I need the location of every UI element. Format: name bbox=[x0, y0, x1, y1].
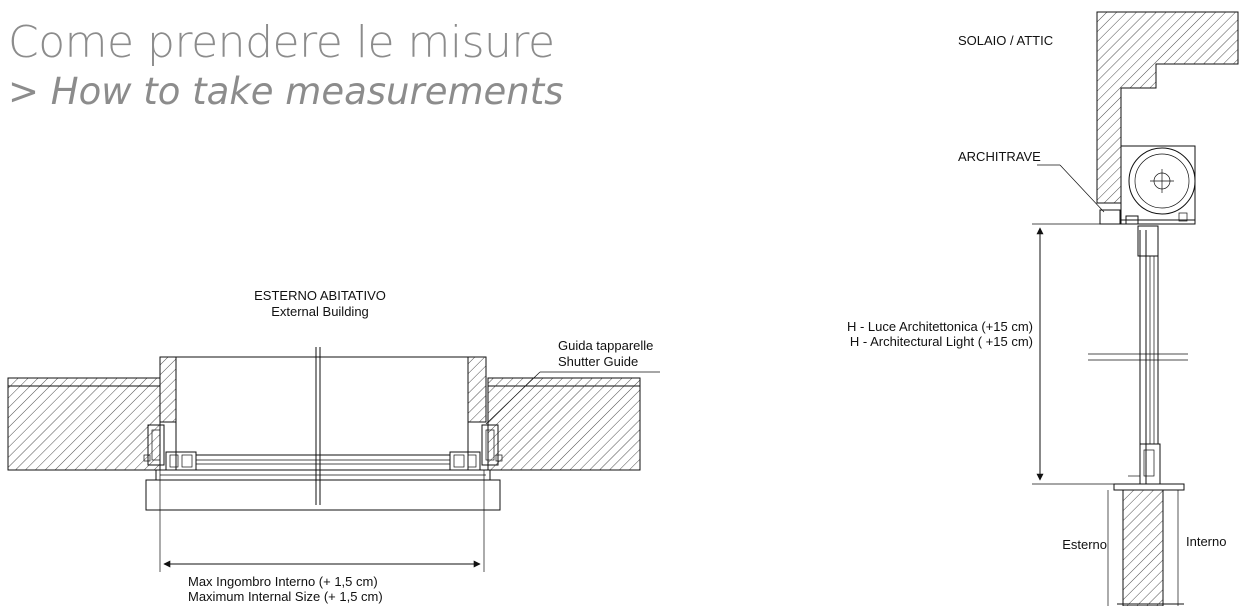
attic-slab bbox=[1096, 11, 1239, 204]
height-dimension bbox=[1032, 227, 1122, 485]
page-title: Come prendere le misure bbox=[8, 17, 555, 68]
section-view: SOLAIO / ATTIC ARCHITRAVE H - Luce Archi… bbox=[847, 11, 1239, 606]
lower-wall bbox=[1122, 489, 1164, 606]
label-attic: SOLAIO / ATTIC bbox=[958, 33, 1053, 48]
label-height-it: H - Luce Architettonica (+15 cm) bbox=[847, 319, 1033, 334]
label-size-it: Max Ingombro Interno (+ 1,5 cm) bbox=[188, 574, 378, 589]
plan-view: ESTERNO ABITATIVO External Building Guid… bbox=[7, 288, 660, 604]
left-wall bbox=[7, 377, 161, 471]
left-jamb bbox=[159, 356, 177, 423]
shutter-box bbox=[1120, 145, 1196, 225]
guide-leader bbox=[485, 371, 541, 425]
label-inside: Interno bbox=[1186, 534, 1226, 549]
page-subtitle: > How to take measurements bbox=[8, 70, 564, 113]
label-guide-en: Shutter Guide bbox=[558, 354, 638, 369]
right-shutter-guide bbox=[449, 424, 503, 471]
label-outside: Esterno bbox=[1062, 537, 1107, 552]
label-external-it: ESTERNO ABITATIVO bbox=[254, 288, 386, 303]
title-block: Come prendere le misure > How to take me… bbox=[8, 18, 564, 114]
label-height-en: H - Architectural Light ( +15 cm) bbox=[850, 334, 1033, 349]
label-guide-it: Guida tapparelle bbox=[558, 338, 653, 353]
label-lintel: ARCHITRAVE bbox=[958, 149, 1041, 164]
right-wall bbox=[487, 377, 641, 471]
window-section bbox=[1125, 215, 1161, 485]
label-size-en: Maximum Internal Size (+ 1,5 cm) bbox=[188, 589, 383, 604]
right-jamb bbox=[467, 356, 487, 423]
window-sill bbox=[1113, 483, 1185, 491]
window-frame bbox=[145, 454, 501, 511]
label-external-en: External Building bbox=[271, 304, 369, 319]
width-dimension bbox=[159, 470, 485, 572]
